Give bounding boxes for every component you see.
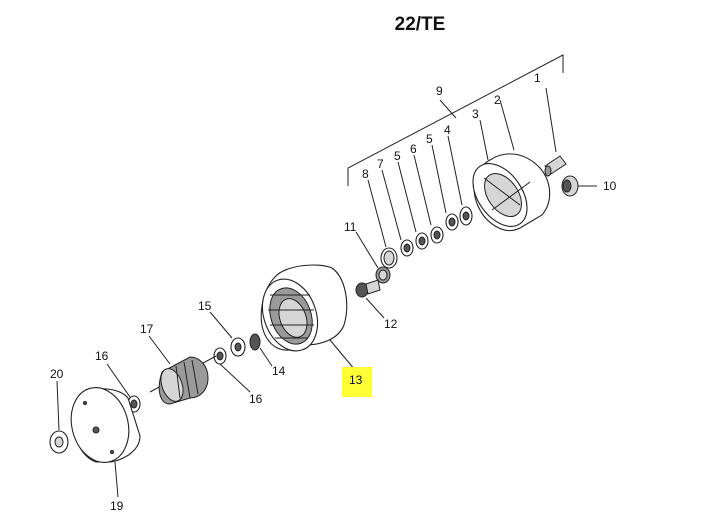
- callout-17: 17: [140, 322, 154, 336]
- callout-5a: 5: [426, 132, 433, 146]
- callout-16b: 16: [249, 392, 263, 406]
- part-12-stud: [355, 279, 385, 319]
- callout-6: 6: [410, 142, 417, 156]
- part-10-nut: [561, 175, 597, 197]
- part-13-stator: [260, 264, 356, 371]
- part-20-washer: [49, 380, 69, 454]
- callout-11: 11: [344, 220, 357, 234]
- part-11-bearing: [355, 231, 391, 284]
- part-16-washer-b: [213, 347, 251, 393]
- callout-3: 3: [472, 107, 479, 121]
- callout-2: 2: [494, 93, 501, 107]
- callout-12: 12: [384, 317, 398, 331]
- part-15-washer: [209, 311, 246, 357]
- callout-16a: 16: [95, 349, 109, 363]
- callout-1: 1: [534, 71, 541, 85]
- part-5-washer-b: [397, 161, 429, 250]
- callout-8: 8: [362, 167, 369, 181]
- part-1-stud: [544, 87, 567, 177]
- callout-19: 19: [110, 499, 124, 513]
- callout-7: 7: [377, 157, 384, 171]
- callout-13: 13: [349, 373, 363, 387]
- callout-10: 10: [603, 179, 617, 193]
- callout-4: 4: [444, 123, 451, 137]
- part-2-end-housing: [472, 99, 551, 232]
- part-8-bearing: [367, 179, 398, 269]
- callout-20: 20: [50, 367, 64, 381]
- part-4-washer: [447, 135, 473, 226]
- diagram-title: 22/TE: [394, 14, 446, 35]
- callout-9: 9: [436, 84, 443, 98]
- part-19-end-plate: [70, 387, 141, 498]
- callout-13-highlight: [342, 367, 372, 397]
- part-7-washer: [381, 169, 414, 257]
- part-17-rotor: [148, 335, 217, 405]
- callout-15: 15: [198, 299, 212, 313]
- part-14-spring: [249, 333, 273, 367]
- part-6-washer: [413, 154, 444, 244]
- part-5-washer-a: [431, 144, 459, 231]
- callout-14: 14: [272, 364, 286, 378]
- group-9-bracket: [347, 54, 564, 186]
- callout-5b: 5: [394, 149, 401, 163]
